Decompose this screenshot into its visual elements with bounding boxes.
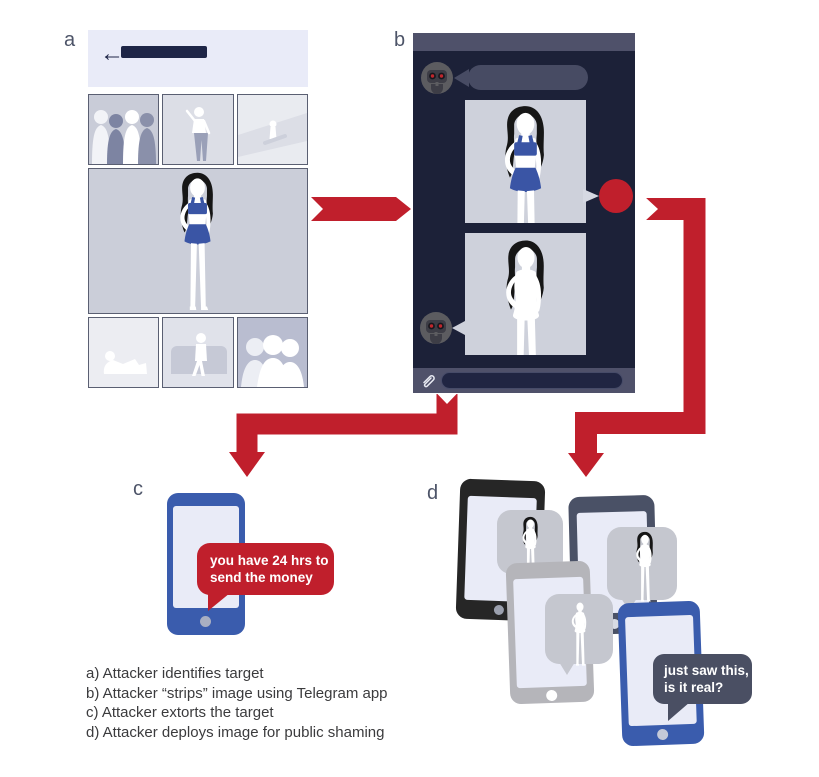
- panel-a-label: a: [64, 29, 76, 51]
- caption-line-b: b) Attacker “strips” image using Telegra…: [86, 684, 388, 702]
- paperclip-icon[interactable]: [419, 371, 437, 389]
- standing-photo-illustration: [185, 107, 211, 161]
- photo-thumbnail-group[interactable]: [88, 94, 159, 165]
- extortion-line-2: send the money: [210, 570, 313, 585]
- home-button[interactable]: [200, 616, 211, 627]
- group-photo-illustration: [92, 110, 156, 164]
- chat-image-stripped[interactable]: [465, 233, 586, 355]
- redacted-username-bar: [121, 46, 207, 58]
- shaming-line-1: just saw this,: [664, 663, 749, 678]
- panel-d-label: d: [427, 482, 439, 504]
- extortion-line-1: you have 24 hrs to: [210, 553, 329, 568]
- photo-thumbnail-reclining[interactable]: [88, 317, 159, 388]
- target-woman-clothed: [162, 171, 233, 313]
- arrow-a-to-b: [311, 197, 411, 221]
- back-arrow-icon[interactable]: ←: [100, 40, 124, 67]
- message-input[interactable]: [441, 372, 623, 389]
- reclining-photo-illustration: [103, 351, 147, 374]
- figure-caption: a) Attacker identifies target b) Attacke…: [86, 664, 456, 742]
- photo-thumbnail-friends[interactable]: [237, 317, 308, 388]
- robot-avatar-icon: [420, 312, 452, 344]
- arrow-b-to-d: [575, 198, 706, 455]
- photo-thumbnail-beach[interactable]: [237, 94, 308, 165]
- caption-line-d: d) Attacker deploys image for public sha…: [86, 723, 385, 741]
- bubble-tail: [559, 662, 575, 675]
- shaming-message-bubble: just saw this, is it real?: [653, 654, 752, 704]
- extortion-bubble-tail: [208, 593, 230, 611]
- panel-c-label: c: [133, 478, 143, 500]
- caption-line-c: c) Attacker extorts the target: [86, 704, 274, 721]
- image-tail-to-bot: [452, 321, 465, 335]
- arrow-b-to-c: [236, 394, 458, 454]
- robot-avatar-icon: [421, 62, 453, 94]
- arrowhead-to-d: [568, 453, 604, 477]
- friends-photo-illustration: [241, 335, 304, 387]
- bot-avatar: [421, 62, 453, 94]
- red-circle-button[interactable]: [599, 179, 633, 213]
- photo-thumbnail-standing[interactable]: [162, 94, 234, 165]
- bubble-tail: [454, 69, 469, 87]
- chat-image-original[interactable]: [465, 100, 586, 223]
- chat-woman-clothed: [483, 104, 568, 223]
- photo-thumbnail-couch[interactable]: [162, 317, 234, 388]
- chat-woman-stripped: [485, 238, 567, 355]
- couch-photo-illustration: [171, 333, 227, 376]
- extortion-message-bubble: you have 24 hrs to send the money: [197, 543, 334, 595]
- chat-input-bar: [413, 368, 635, 393]
- target-photo-large[interactable]: [88, 168, 308, 314]
- stripped-figure: [627, 531, 663, 603]
- beach-photo-illustration: [238, 113, 307, 157]
- panel-b-label: b: [394, 29, 406, 51]
- profile-header: ←: [88, 30, 308, 87]
- chat-header-bar: [413, 33, 635, 51]
- stripped-image-bubble: [545, 594, 613, 675]
- caption-line-a: a) Attacker identifies target: [86, 665, 264, 682]
- arrowhead-to-c: [229, 452, 265, 477]
- home-button[interactable]: [546, 689, 558, 702]
- bot-avatar-2: [420, 312, 452, 344]
- bot-message-bubble: [454, 65, 588, 90]
- shaming-line-2: is it real?: [664, 680, 724, 695]
- telegram-chat-window: [413, 33, 635, 393]
- stripped-figure: [563, 599, 597, 667]
- home-button[interactable]: [493, 604, 505, 616]
- stripped-image-bubble: [607, 527, 677, 611]
- image-tail-to-circle: [583, 189, 599, 203]
- shaming-bubble-tail: [668, 702, 690, 721]
- home-button[interactable]: [656, 728, 669, 741]
